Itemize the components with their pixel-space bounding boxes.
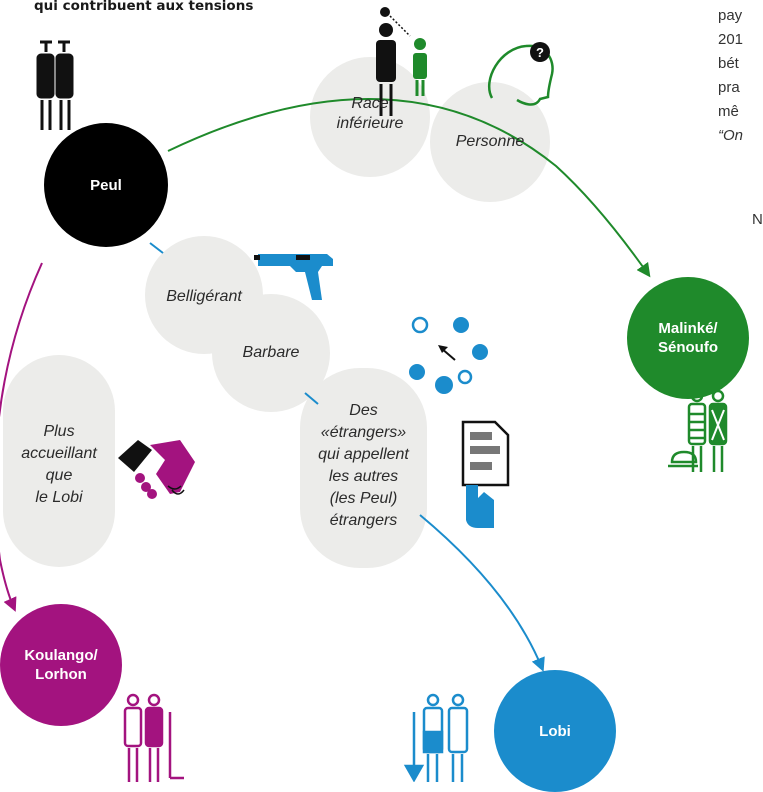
label-des-etrangers: Des «étrangers» qui appellent les autres… xyxy=(296,400,431,532)
label-personne: Personne xyxy=(430,132,550,152)
koulango-people-icon xyxy=(123,693,184,782)
label-line: Race xyxy=(351,95,389,112)
arrow-peul-lobi-end xyxy=(419,514,545,672)
arrow-peul-lobi-mid xyxy=(304,392,319,405)
label-barbare: Barbare xyxy=(210,343,332,363)
node-peul-label: Peul xyxy=(90,176,122,194)
svg-text:?: ? xyxy=(536,45,544,60)
label-line: (les Peul) xyxy=(329,490,398,507)
document-hand-icon xyxy=(461,420,510,528)
node-koulango-lorhon: Koulango/Lorhon xyxy=(0,604,122,726)
scatter-dots-icon xyxy=(409,316,488,394)
label-line: accueillant xyxy=(21,445,97,462)
arrow-peul-malinke xyxy=(167,98,651,278)
right-text-line: pra xyxy=(718,79,740,96)
right-text-line: 201 xyxy=(718,31,744,48)
label-bubble-plus-accueillant xyxy=(3,355,115,567)
label-plus-accueillant: Plus accueillant que le Lobi xyxy=(3,421,115,509)
label-line: «étrangers» xyxy=(320,424,407,441)
label-line: Personne xyxy=(455,133,525,150)
page-title: qui contribuent aux tensions xyxy=(34,0,254,14)
node-malinke-label-line1: Malinké/ xyxy=(658,320,718,337)
label-bubble-race xyxy=(310,57,430,177)
superiority-icon xyxy=(376,7,427,116)
label-line: Belligérant xyxy=(166,288,242,305)
label-line: Barbare xyxy=(242,344,300,361)
label-line: que xyxy=(45,467,73,484)
node-lobi: Lobi xyxy=(494,670,616,792)
right-text-line: pay xyxy=(718,7,743,24)
right-text-line: mê xyxy=(718,103,739,120)
label-belligerant: Belligérant xyxy=(140,287,268,307)
label-line: inférieure xyxy=(336,115,404,132)
right-text-line: N xyxy=(752,211,763,228)
node-peul: Peul xyxy=(44,123,168,247)
label-line: le Lobi xyxy=(35,489,83,506)
node-koulango-label-line2: Lorhon xyxy=(35,666,87,683)
arrow-peul-lobi xyxy=(149,242,164,254)
right-text-line: bét xyxy=(718,55,739,72)
malinke-people-icon xyxy=(668,389,728,472)
label-line: les autres xyxy=(328,468,399,485)
label-line: étrangers xyxy=(329,512,398,529)
arrow-peul-koulango xyxy=(0,262,43,612)
right-text-line: “On xyxy=(718,127,744,144)
node-koulango-label-line1: Koulango/ xyxy=(24,647,98,664)
label-race-inferieure: Race inférieure xyxy=(310,94,430,134)
label-bubble-personne xyxy=(430,82,550,202)
label-line: Plus xyxy=(43,423,75,440)
pistol-icon xyxy=(254,254,333,300)
label-line: Des xyxy=(349,402,378,419)
people-icon xyxy=(36,40,74,130)
lobi-people-icon xyxy=(403,693,469,782)
node-malinke-label-line2: Sénoufo xyxy=(658,339,718,356)
label-bubble-des-etrangers xyxy=(300,368,427,568)
node-lobi-label: Lobi xyxy=(539,722,571,740)
handshake-icon xyxy=(118,440,195,499)
person-question-icon: ? xyxy=(487,42,554,106)
label-line: qui appellent xyxy=(318,446,409,463)
node-malinke-senoufo: Malinké/Sénoufo xyxy=(627,277,749,399)
